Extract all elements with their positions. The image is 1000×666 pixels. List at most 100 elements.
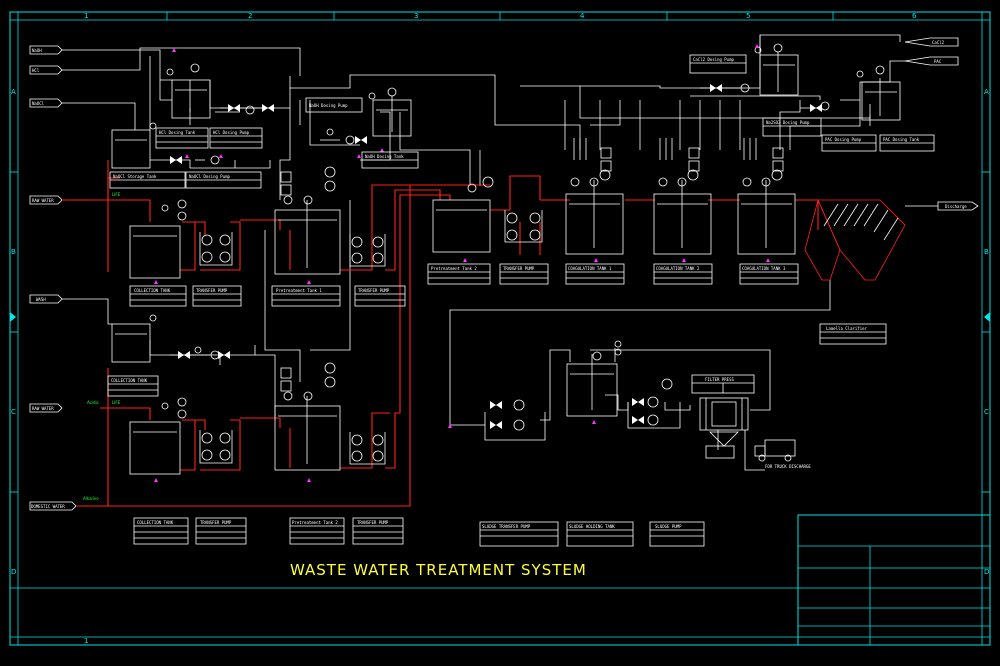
truck-icon [754, 439, 796, 462]
hcl-dosing-tank-label: HCl Dosing Tank [159, 130, 196, 135]
pac-dosing-tank [861, 81, 901, 121]
drawing-title: WASTE WATER TREATMENT SYSTEM [290, 561, 587, 579]
transfer-pump-1-label: TRANSFER PUMP [196, 288, 228, 293]
transfer-pump-3-label: TRANSFER PUMP [503, 266, 535, 271]
coagulation-tank-3 [737, 193, 796, 255]
dosing-tanks [111, 54, 901, 363]
pac-dosing-pump-label: PAC Dosing Pump [825, 137, 862, 142]
naocl-storage-tank [111, 129, 151, 169]
hcl-dosing-pump-label: HCl Dosing Pump [213, 130, 250, 135]
transfer-pump-2-label: TRANSFER PUMP [358, 288, 390, 293]
grid-col-6: 6 [912, 12, 917, 20]
instrument-bubbles [161, 147, 784, 419]
unit-labels: COLLECTION TANK TRANSFER PUMP Pretreatme… [111, 266, 868, 469]
valves [170, 84, 822, 429]
tag-alkaline: Alkaline [83, 496, 99, 501]
filter-press-label: FILTER PRESS [705, 377, 734, 382]
legend-boxes [133, 517, 705, 547]
pretreatment-tank-1-label: Pretreatment Tank 1 [276, 288, 322, 293]
process-tanks [129, 180, 796, 475]
outlet-discharge-arrow [937, 201, 979, 211]
pretreatment-tank-2 [274, 405, 341, 471]
grid-row-d-right: D [984, 568, 989, 576]
inlet-hcl-label: HCl [32, 68, 40, 73]
lamella-clarifier-label: Lamella Clarifier [826, 326, 868, 331]
legend-sludge-transfer-pump: SLUDGE TRANSFER PUMP [482, 524, 531, 529]
naoh-dosing-pump-label: NaOH Dosing Pump [309, 103, 348, 108]
agitator-motors [149, 43, 885, 322]
grid-col-4: 4 [580, 12, 585, 20]
pretreatment-tank-1 [274, 209, 341, 275]
pretreatment-tank-2-label: Pretreatment Tank 2 [431, 266, 477, 271]
legend-transfer-pump-2: TRANSFER PUMP [357, 520, 389, 525]
coagulation-tank-2 [653, 193, 712, 255]
outlet-cacl2-label: CaCl2 [932, 40, 945, 45]
pac-dosing-tank-label: PAC Dosing Tank [883, 137, 920, 142]
outlet-pac-label: PAC [934, 59, 942, 64]
inlet-arrows: NaOH HCl NaOCl RAW WATER WASH RAW WATER … [29, 45, 77, 511]
tag-life-2: LIFE [112, 400, 121, 405]
grid-col-3: 3 [414, 12, 418, 20]
legend-collection-tank: COLLECTION TANK [137, 520, 174, 525]
grid-col-1: 1 [84, 12, 88, 20]
grid-col-2: 2 [248, 12, 252, 20]
grid-row-c: C [11, 408, 16, 416]
pump-sets [170, 83, 830, 465]
filter-press [699, 397, 749, 459]
legend-sludge-pump: SLUDGE PUMP [655, 524, 682, 529]
inlet-domestic-arrow [29, 501, 77, 511]
collection-tank-1-label: COLLECTION TANK [134, 288, 171, 293]
inlet-wash-label: WASH [36, 297, 46, 302]
inlet-raw-water-1-arrow [29, 195, 63, 205]
legend-labels: COLLECTION TANK TRANSFER PUMP Pretreatme… [137, 520, 682, 529]
dosing-label-boxes [109, 54, 935, 189]
naocl-storage-tank-label: NaOCl Storage Tank [113, 174, 157, 179]
inlet-naoh-arrow [29, 45, 63, 55]
legend-sludge-holding-tank: SLUDGE HOLDING TANK [569, 524, 615, 529]
cacl2-dosing-tank [759, 54, 799, 96]
grid-column-labels: 1 2 3 4 5 6 1 [84, 12, 917, 645]
inlet-raw-water-2-arrow [29, 403, 63, 413]
inlet-domestic-label: DOMESTIC WATER [31, 504, 65, 509]
outlet-pac-arrow [904, 56, 959, 66]
truck-discharge-label: FOR TRUCK DISCHARGE [765, 464, 811, 469]
nozzle-markers [154, 44, 770, 482]
outlet-discharge-label: Discharge [945, 204, 967, 209]
naocl-dosing-pump-label: NaOCl Dosing Pump [189, 174, 231, 179]
outlet-arrows: CaCl2 PAC Discharge [904, 37, 979, 211]
coagulation-tank-1 [565, 193, 624, 255]
grid-row-d: D [11, 568, 16, 576]
lamella-clarifier [804, 198, 938, 281]
naoh-dosing-tank [171, 79, 211, 119]
cacl2-dosing-pump-label: CaCl2 Dosing Pump [693, 57, 735, 62]
grid-col-1-bottom: 1 [84, 637, 88, 645]
process-piping [62, 34, 905, 471]
na2so3-dosing-pump-label: Na2SO3 Dosing Pump [766, 120, 810, 125]
pretreatment-tank-3 [432, 199, 491, 253]
drawing-frame [9, 11, 991, 646]
outlet-cacl2-arrow [904, 37, 959, 47]
grid-row-labels: A B C D A B C D [11, 88, 989, 576]
wastewater-piping [62, 160, 819, 507]
collection-tank-1 [129, 225, 181, 279]
inlet-raw-water-1-label: RAW WATER [32, 198, 54, 203]
collection-tank-2 [129, 421, 181, 475]
grid-col-5: 5 [746, 12, 750, 20]
coagulation-tank-1-label: COAGULATION TANK 1 [568, 266, 612, 271]
inlet-naoh-label: NaOH [32, 48, 42, 53]
legend-pretreatment-tank-2: Pretreatment Tank 2 [292, 520, 338, 525]
inlet-naocl-label: NaOCl [32, 101, 45, 106]
naoh-dosing-tank-label: NaOH Dosing Tank [365, 154, 404, 159]
inlet-raw-water-2-label: RAW WATER [32, 406, 54, 411]
grid-row-a-right: A [984, 88, 989, 96]
coagulation-tank-2-label: COAGULATION TANK 2 [656, 266, 700, 271]
liquid-levels [115, 52, 897, 335]
dosing-labels: NaOCl Storage Tank NaOCl Dosing Pump HCl… [113, 57, 920, 179]
collection-tank-2-label: COLLECTION TANK [111, 378, 148, 383]
tag-life-1: LIFE [112, 192, 121, 197]
grid-row-b-right: B [984, 248, 989, 256]
grid-row-a: A [11, 88, 16, 96]
stream-tags: LIFE LIFE Acidic Alkaline [83, 192, 121, 501]
